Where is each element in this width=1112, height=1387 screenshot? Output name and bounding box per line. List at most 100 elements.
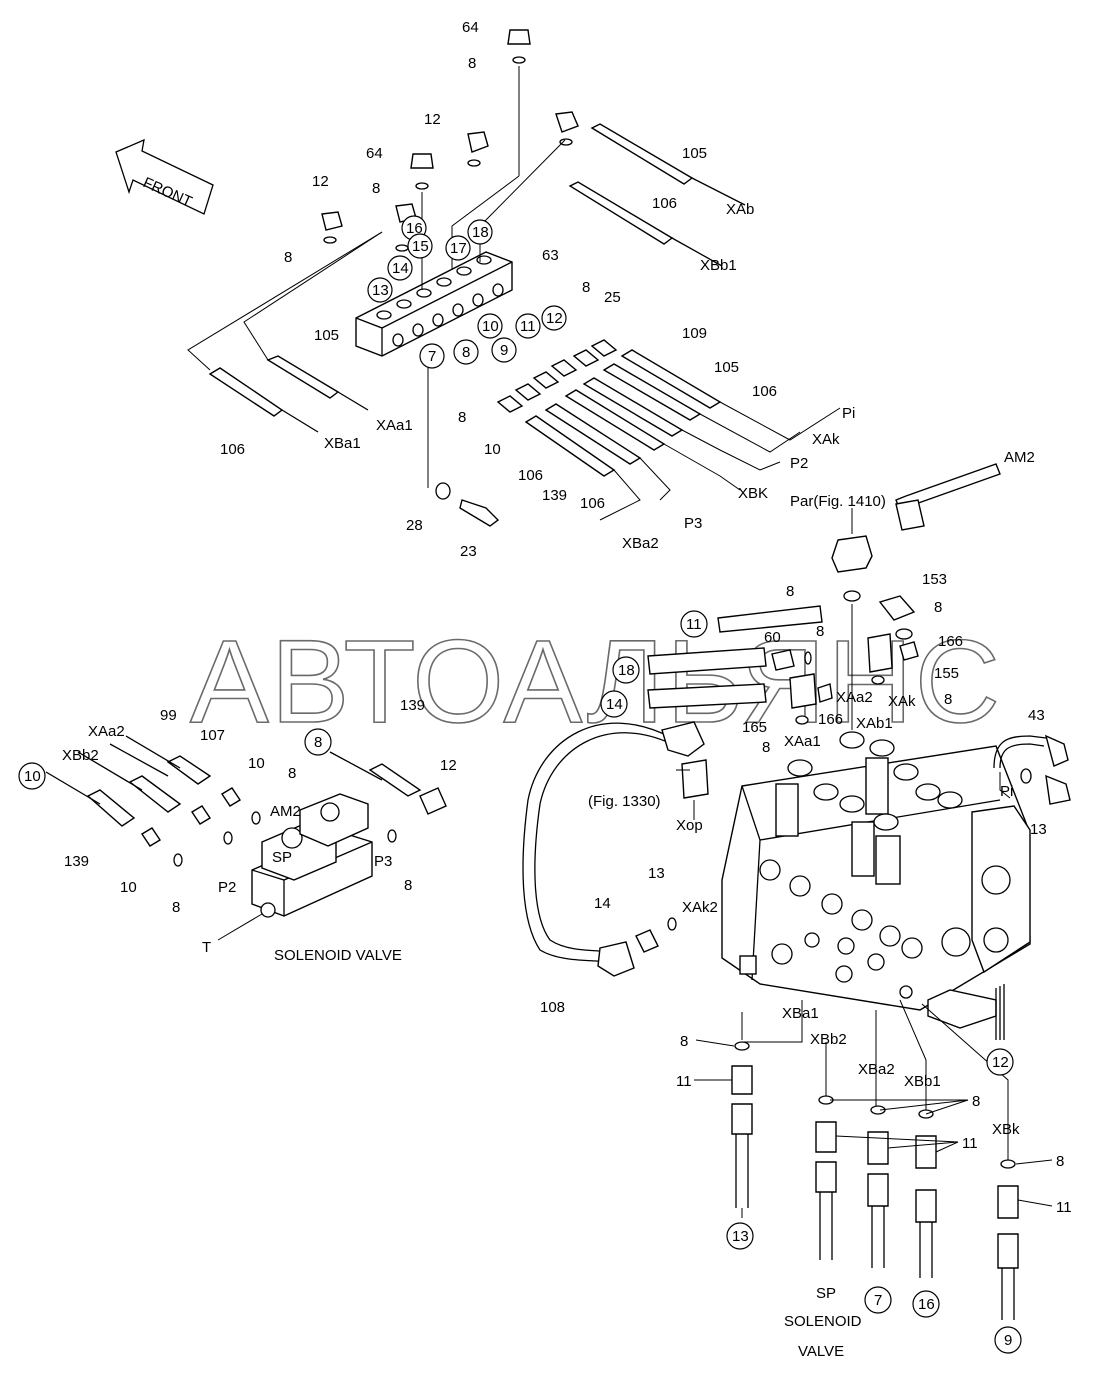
port-xbk: XBK [738, 485, 768, 502]
circled-ref-9-low: 9 [994, 1326, 1022, 1354]
svg-text:18: 18 [618, 662, 635, 679]
label-8-mid: 8 [372, 180, 380, 197]
hose-108 [522, 721, 705, 977]
port-xbb1-valve: XBb1 [904, 1073, 941, 1090]
svg-text:16: 16 [406, 220, 423, 237]
label-11-low2: 11 [962, 1135, 978, 1152]
label-23: 23 [460, 543, 477, 560]
label-14: 14 [594, 895, 611, 912]
circled-ref-13-low: 13 [726, 1222, 754, 1250]
circled-ref-12-low: 12 [986, 1048, 1014, 1076]
circled-ref-8-sol: 8 [304, 728, 332, 756]
label-43: 43 [1028, 707, 1045, 724]
port-xbb2-valve: XBb2 [810, 1031, 847, 1048]
svg-text:12: 12 [546, 310, 563, 327]
valve-top-ports [787, 731, 963, 831]
port-xaa1-valve: XAa1 [784, 733, 821, 750]
label-99: 99 [160, 707, 177, 724]
port-xab1: XAb1 [856, 715, 893, 732]
circled-ref-7-low: 7 [864, 1286, 892, 1314]
manifold-side-ports [392, 283, 504, 347]
svg-text:7: 7 [874, 1292, 882, 1309]
svg-text:11: 11 [520, 318, 536, 335]
label-8-low2: 8 [972, 1093, 980, 1110]
circled-ref-10-sol: 10 [18, 762, 46, 790]
port-sp-low: SP [816, 1285, 836, 1302]
part-number-labels: 64 8 12 105 64 8 12 106 8 63 8 25 109 10… [64, 19, 1072, 1216]
right-upper-fittings [647, 463, 1071, 820]
caption-fig1410: Par(Fig. 1410) [790, 493, 886, 510]
center-hose-bundle [435, 339, 841, 527]
label-25: 25 [604, 289, 621, 306]
label-8-r5: 8 [762, 739, 770, 756]
caption-valve: VALVE [798, 1343, 844, 1360]
front-label: FRONT [140, 174, 194, 211]
front-arrow: FRONT [115, 138, 214, 215]
circled-references: 16 17 18 15 14 13 12 11 10 9 8 7 11 18 1… [18, 215, 1022, 1354]
circled-ref-15: 15 [407, 233, 433, 259]
circled-ref-12-top: 12 [541, 305, 567, 331]
pilot-manifold-block [355, 251, 513, 357]
port-p3: P3 [684, 515, 702, 532]
port-xbb1: XBb1 [700, 257, 737, 274]
port-labels: XAb XBb1 XAa1 XBa1 Pi XAk P2 XBK P3 XBa2… [62, 201, 1035, 1302]
port-xak: XAk [812, 431, 840, 448]
captions: SOLENOID VALVE SOLENOID VALVE (Fig. 1330… [274, 493, 886, 1360]
label-10-left: 10 [120, 879, 137, 896]
label-8-r3: 8 [816, 623, 824, 640]
label-8-center: 8 [458, 409, 466, 426]
port-am2-sol: AM2 [270, 803, 301, 820]
port-xaa2-sol: XAa2 [88, 723, 125, 740]
label-166-mid: 166 [818, 711, 843, 728]
port-xbb2-sol: XBb2 [62, 747, 99, 764]
label-165: 165 [742, 719, 767, 736]
label-64-top: 64 [462, 19, 479, 36]
circled-ref-11-top: 11 [515, 313, 541, 339]
label-8-r4: 8 [944, 691, 952, 708]
caption-solenoid-valve: SOLENOID VALVE [274, 947, 402, 964]
label-8-r2: 8 [934, 599, 942, 616]
label-8-r1: 8 [786, 583, 794, 600]
svg-text:18: 18 [472, 224, 489, 241]
label-106-left: 106 [220, 441, 245, 458]
lower-fittings [731, 999, 1019, 1320]
circled-ref-18-top: 18 [467, 219, 493, 245]
label-105-right: 105 [714, 359, 739, 376]
circled-ref-17: 17 [445, 235, 471, 261]
port-xop: Xop [676, 817, 703, 834]
port-xaa1: XAa1 [376, 417, 413, 434]
svg-text:10: 10 [482, 318, 499, 335]
label-8-sol1: 8 [288, 765, 296, 782]
caption-solenoid: SOLENOID [784, 1313, 862, 1330]
circled-ref-11-right: 11 [680, 610, 708, 638]
label-139-sol: 139 [400, 697, 425, 714]
label-155: 155 [934, 665, 959, 682]
label-107: 107 [200, 727, 225, 744]
label-10-center: 10 [484, 441, 501, 458]
port-xba1-valve: XBa1 [782, 1005, 819, 1022]
label-63: 63 [542, 247, 559, 264]
port-p2: P2 [790, 455, 808, 472]
svg-text:14: 14 [392, 260, 409, 277]
port-xaa2-valve: XAa2 [836, 689, 873, 706]
svg-text:15: 15 [412, 238, 429, 255]
label-8-right: 8 [582, 279, 590, 296]
label-109: 109 [682, 325, 707, 342]
port-xba1: XBa1 [324, 435, 361, 452]
watermark: АВТОАЛЬЯНС [190, 616, 1002, 748]
label-12-sol: 12 [440, 757, 457, 774]
port-xba2: XBa2 [622, 535, 659, 552]
label-8-low3: 8 [1056, 1153, 1064, 1170]
label-106-top: 106 [652, 195, 677, 212]
label-106-c1: 106 [518, 467, 543, 484]
label-139-center: 139 [542, 487, 567, 504]
circled-ref-10-top: 10 [477, 313, 503, 339]
svg-text:13: 13 [372, 282, 389, 299]
label-8-sol3: 8 [172, 899, 180, 916]
valve-face-ports [739, 859, 971, 999]
port-am2: AM2 [1004, 449, 1035, 466]
label-106-right: 106 [752, 383, 777, 400]
port-p2-sol: P2 [218, 879, 236, 896]
label-60: 60 [764, 629, 781, 646]
